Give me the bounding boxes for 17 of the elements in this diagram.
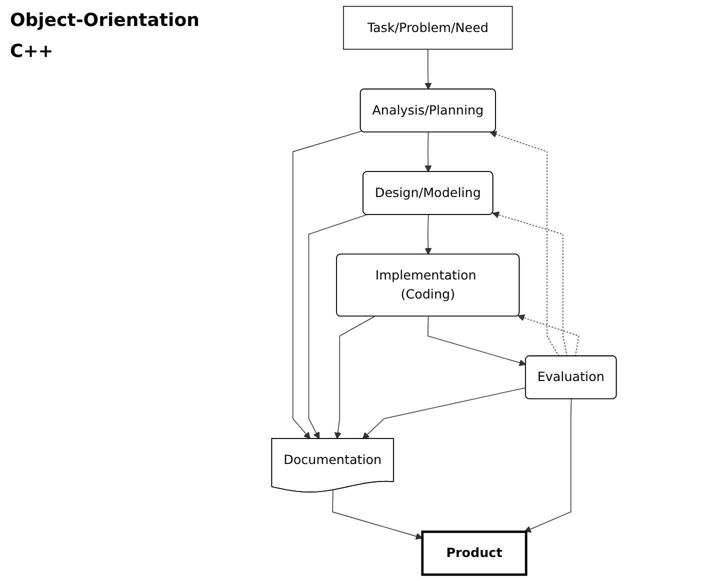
annotation-label: C++	[10, 41, 54, 62]
arrow	[490, 130, 560, 357]
arrow	[308, 214, 368, 440]
arrow	[334, 316, 375, 440]
arrow	[424, 214, 432, 255]
arrow	[424, 48, 432, 90]
arrow	[492, 212, 568, 357]
arrow	[524, 398, 572, 532]
arrow	[424, 132, 432, 172]
annotation-label: Object-Orientation	[10, 10, 200, 31]
arrow	[292, 130, 362, 440]
arrow	[332, 490, 423, 540]
node-box: Task/Problem/Need	[343, 6, 513, 50]
node-box: Product	[421, 530, 528, 576]
arrow	[362, 387, 526, 440]
arrow	[428, 316, 526, 366]
arrow	[518, 314, 580, 357]
